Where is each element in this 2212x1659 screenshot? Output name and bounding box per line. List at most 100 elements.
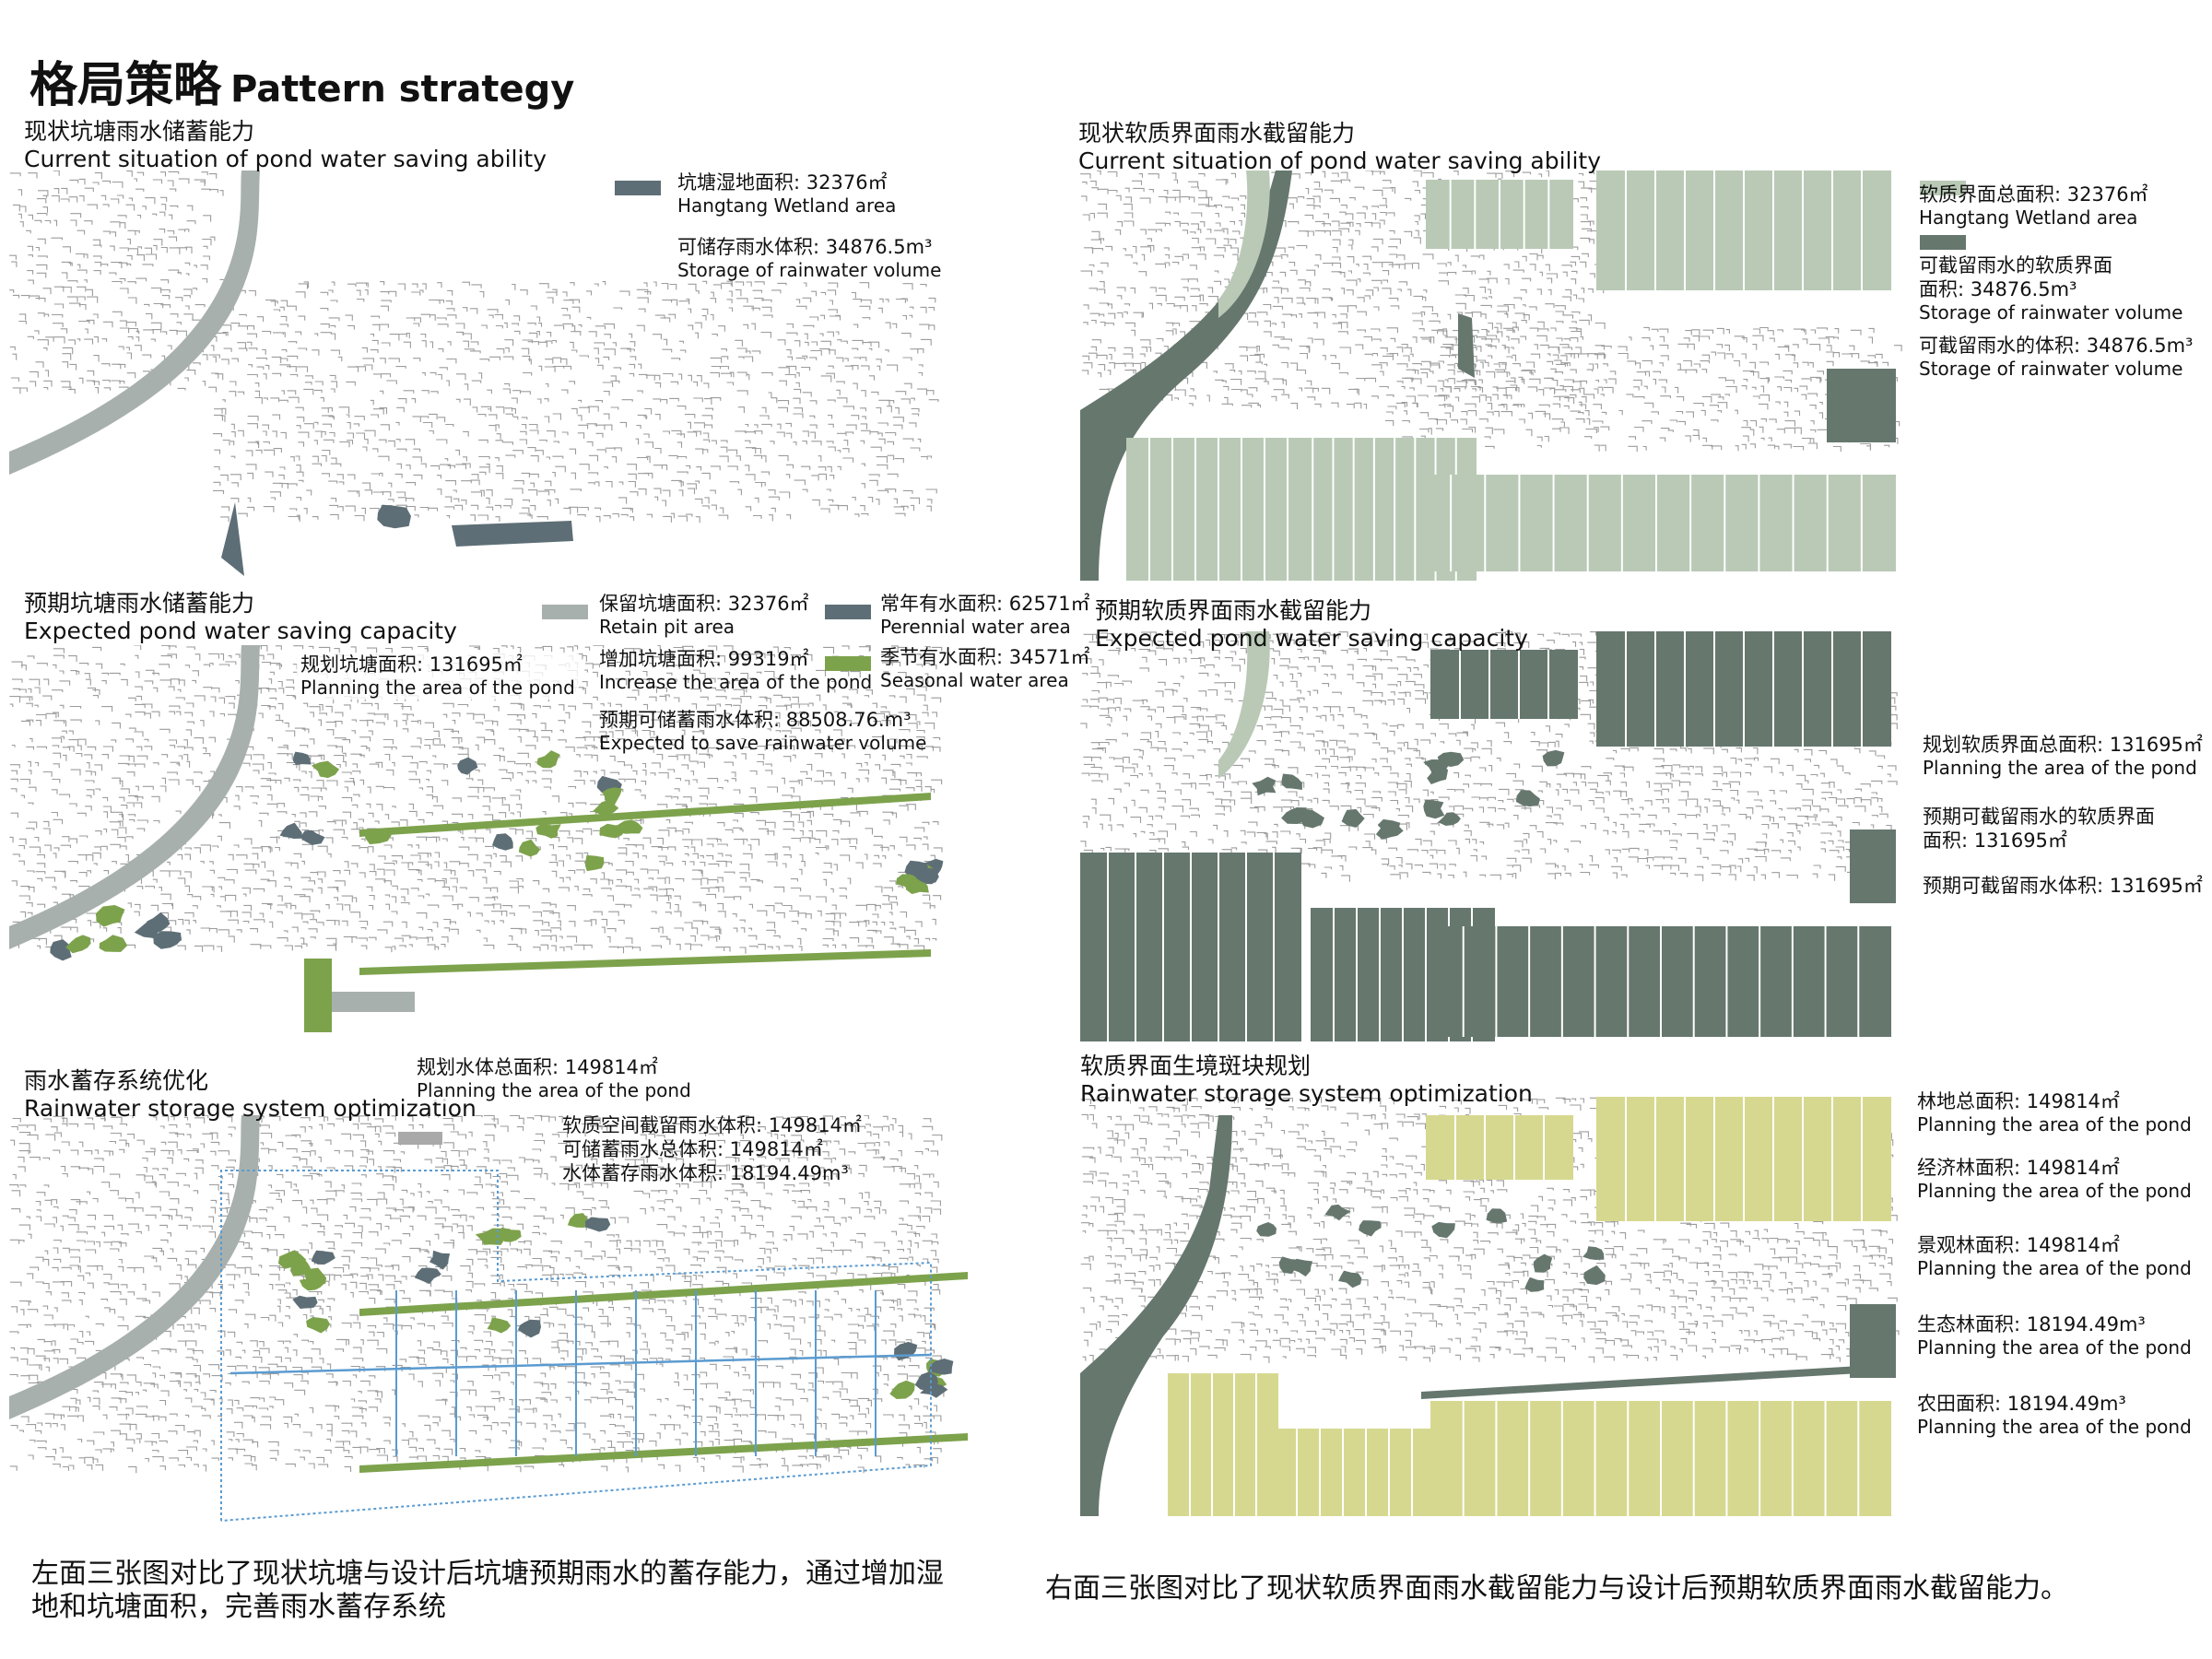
soft-patch: [1375, 820, 1404, 840]
swatch-perennial-water: [825, 605, 871, 619]
panel-title-en: Rainwater storage system optimization: [1080, 1080, 1533, 1107]
pond-blob: [306, 1317, 330, 1334]
pond-blob: [618, 819, 643, 834]
legend-item: 林地总面积: 149814㎡ Planning the area of the …: [1917, 1089, 2192, 1136]
forest-patch: [1486, 1208, 1508, 1223]
farmland-field: [1426, 1115, 1573, 1180]
wetland-blob: [894, 1341, 918, 1361]
pond-blob: [584, 1217, 611, 1232]
forest-edge: [1421, 1364, 1891, 1399]
pond-blob: [492, 833, 513, 851]
legend-label-cn: 季节有水面积: 34571㎡: [880, 646, 1090, 668]
soft-patch: [1252, 776, 1277, 796]
panel-title-en: Rainwater storage system optimization: [24, 1095, 477, 1122]
legend-item: 生态林面积: 18194.49m³ Planning the area of t…: [1917, 1312, 2192, 1359]
pond-blob: [311, 760, 340, 779]
legend-label-en: Expected to save rainwater volume: [599, 732, 927, 754]
soft-patch: [1341, 808, 1365, 828]
panel-title-cn: 预期软质界面雨水截留能力: [1095, 597, 1372, 624]
panel-title-cn: 软质界面生境斑块规划: [1080, 1053, 1312, 1079]
legend-label-cn: 规划软质界面总面积: 131695㎡: [1923, 734, 2203, 756]
swatch-soft-total: [1920, 181, 1966, 195]
legend-label-en: Retain pit area: [599, 616, 735, 638]
panel-title-expected-soft: 预期软质界面雨水截留能力 Expected pond water saving …: [1095, 597, 1528, 653]
legend-item: 可截留雨水的体积: 34876.5m³ Storage of rainwater…: [1919, 334, 2193, 381]
pond-blob: [279, 822, 303, 839]
legend-label-en: Increase the area of the pond: [599, 671, 873, 693]
plan-area-cn: 规划坑塘面积: 131695㎡: [300, 653, 523, 676]
legend-item: 季节有水面积: 34571㎡ Seasonal water area: [880, 645, 1090, 692]
legend-item: 坑塘湿地面积: 32376㎡ Hangtang Wetland area: [677, 171, 896, 218]
soft-retain-block: [1850, 830, 1896, 903]
legend-label-cn: 预期可截留雨水的软质界面: [1923, 806, 2155, 828]
legend-label-cn: 预期可截留雨水体积: 131695㎡: [1923, 875, 2203, 897]
wetland-blob: [896, 874, 924, 892]
legend-label-cn: 可截留雨水的软质界面: [1919, 254, 2112, 276]
legend-item: 预期可储蓄雨水体积: 88508.76.m³ Expected to save …: [599, 708, 926, 755]
panel-title-expected-pond: 预期坑塘雨水储蓄能力 Expected pond water saving ca…: [24, 590, 457, 645]
map-expected-pond: [9, 645, 944, 1032]
building-strokes: [1080, 171, 1606, 412]
legend-item: 软质界面总面积: 32376㎡ Hangtang Wetland area: [1919, 182, 2148, 229]
legend-label-en: Storage of rainwater volume: [1919, 358, 2183, 380]
soft-patch: [1423, 799, 1445, 819]
wetland-blob: [144, 912, 171, 934]
soft-patch: [1515, 790, 1540, 807]
pond-current: [1458, 313, 1475, 378]
soft-bank: [1218, 171, 1270, 318]
panel-title-current-soft: 现状软质界面雨水截留能力 Current situation of pond w…: [1078, 120, 1601, 175]
legend-item: 保留坑塘面积: 32376㎡ Retain pit area: [599, 592, 809, 639]
map-current-pond: [9, 171, 939, 576]
pond-blob: [567, 1213, 592, 1228]
panel-title-en: Current situation of pond water saving a…: [24, 146, 547, 172]
pond-blob: [414, 1267, 441, 1285]
building-footprints: [9, 171, 228, 394]
panel-title-cn: 现状软质界面雨水截留能力: [1078, 120, 1356, 147]
soft-patch: [1427, 766, 1449, 784]
pond-blob: [289, 1257, 312, 1277]
pond-blob: [301, 830, 325, 845]
legend-label-en: Perennial water area: [880, 616, 1071, 638]
caption-left: 左面三张图对比了现状坑塘与设计后坑塘预期雨水的蓄存能力，通过增加湿地和坑塘面积，…: [31, 1558, 944, 1623]
legend-label-en: Planning the area of the pond: [1917, 1113, 2192, 1135]
legend-label-cn: 面积: 131695㎡: [1923, 830, 2067, 852]
legend-item: 预期可截留雨水体积: 131695㎡: [1923, 874, 2203, 898]
plan-area-label: 规划坑塘面积: 131695㎡ Planning the area of the…: [297, 653, 579, 700]
forest-patch: [1256, 1222, 1277, 1237]
pond-blob: [602, 787, 623, 806]
forest-patch: [1583, 1265, 1606, 1286]
panel-title-en: Expected pond water saving capacity: [1095, 625, 1528, 652]
plan-area-cn: 规划水体总面积: 149814㎡: [417, 1056, 658, 1078]
legend-label-cn: 可储存雨水体积: 34876.5m³: [677, 236, 933, 258]
drainage-main: [229, 1353, 932, 1375]
legend-label-cn: 常年有水面积: 62571㎡: [880, 593, 1090, 615]
panel-title-current-pond: 现状坑塘雨水储蓄能力 Current situation of pond wat…: [24, 118, 547, 173]
stat-total-storage-volume: 可储蓄雨水总体积: 149814㎡: [562, 1138, 823, 1160]
building-strokes: [9, 171, 228, 394]
forest-patch: [1359, 1220, 1382, 1237]
map-habitat-patches: [1080, 1097, 1900, 1516]
soft-patch: [1542, 749, 1565, 767]
building-strokes: [212, 280, 939, 524]
pond-strip: [452, 521, 573, 547]
pond-blob: [429, 1250, 451, 1270]
drainage-boundary: [220, 1170, 932, 1522]
legend-item: 常年有水面积: 62571㎡ Perennial water area: [880, 592, 1090, 639]
pond-blob: [457, 757, 478, 775]
legend-label-cn: 经济林面积: 149814㎡: [1917, 1157, 2120, 1179]
farmland-field: [1168, 1373, 1278, 1516]
legend-label-cn: 可截留雨水的体积: 34876.5m³: [1919, 335, 2194, 357]
legend-label-en: Planning the area of the pond: [1917, 1180, 2192, 1202]
building-footprints: [212, 280, 939, 524]
seasonal-pond: [304, 959, 332, 1032]
legend-item: 规划软质界面总面积: 131695㎡ Planning the area of …: [1923, 733, 2203, 780]
river: [9, 1115, 260, 1419]
forest-belt: [1080, 1115, 1232, 1516]
soft-patch: [1281, 773, 1302, 790]
legend-label-cn: 坑塘湿地面积: 32376㎡: [677, 171, 888, 194]
page-title-en: Pattern strategy: [230, 68, 575, 111]
legend-label-cn: 软质界面总面积: 32376㎡: [1919, 183, 2148, 206]
legend-label-en: Planning the area of the pond: [1917, 1257, 2192, 1279]
pond-blob: [487, 1317, 512, 1334]
soft-retain-block: [1827, 369, 1896, 442]
